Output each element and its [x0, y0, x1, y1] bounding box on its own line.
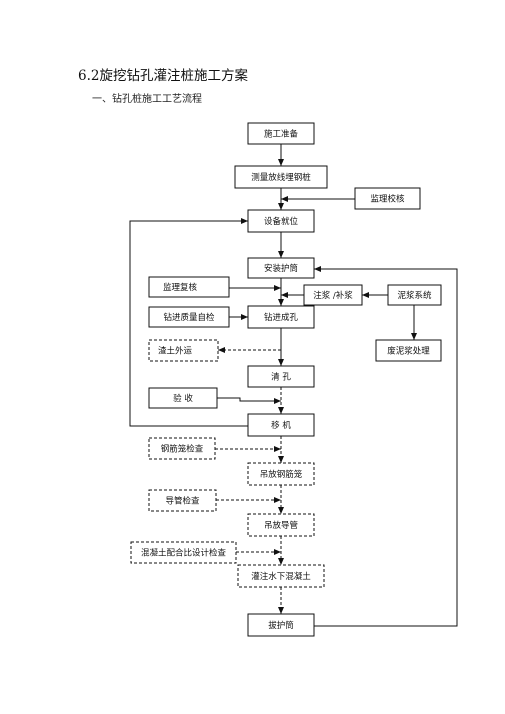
node-casing-label: 安装护筒	[264, 263, 298, 274]
loop-pull-casing	[314, 266, 458, 627]
node-move-label: 移 机	[271, 420, 291, 431]
node-mud	[387, 284, 442, 306]
node-prep	[247, 122, 315, 145]
node-supervisor-recheck	[148, 276, 230, 298]
node-drill-quality	[148, 306, 230, 328]
node-pipe-check-label: 导管检查	[165, 496, 200, 507]
node-equip	[247, 209, 315, 233]
node-pull-label: 拔护筒	[268, 620, 294, 631]
node-waste-mud-label: 废泥浆处理	[387, 346, 430, 357]
node-survey-label: 测量放线埋钢桩	[251, 172, 311, 183]
node-cage-check-label: 钢筋笼检查	[161, 444, 204, 455]
node-supervisor-recheck-label: 监理复核	[163, 282, 198, 293]
node-mix-check-label: 混凝土配合比设计检查	[141, 548, 227, 559]
node-cage-lift	[247, 462, 315, 486]
node-supervisor-check	[354, 187, 421, 210]
node-cage-lift-label: 吊放钢筋笼	[260, 469, 303, 480]
node-pull	[247, 613, 315, 637]
page-title: 6.2旋挖钻孔灌注桩施工方案	[78, 68, 248, 84]
node-pipe-check	[148, 489, 217, 512]
node-supervisor-check-label: 监理校核	[370, 194, 405, 205]
node-waste-mud	[375, 339, 442, 362]
node-soil-label: 渣土外运	[158, 346, 193, 357]
node-soil	[148, 339, 219, 362]
node-survey	[234, 165, 328, 189]
node-equip-label: 设备就位	[264, 216, 299, 227]
node-mud-label: 泥浆系统	[397, 290, 432, 301]
node-mix-check	[130, 541, 237, 564]
node-pipe-lift	[247, 513, 315, 537]
node-clean-label: 清 孔	[271, 372, 291, 383]
node-casing	[247, 257, 315, 279]
node-pour-label: 灌注水下混凝土	[251, 571, 311, 582]
node-accept	[148, 387, 218, 409]
node-pour	[237, 564, 325, 588]
node-clean	[247, 365, 315, 388]
section-subtitle: 一、钻孔桩施工工艺流程	[92, 94, 202, 105]
loop-move-equip	[129, 218, 248, 427]
node-drill	[247, 305, 315, 329]
node-drill-quality-label: 钻进质量自检	[163, 312, 215, 323]
arrow-accept-move	[217, 397, 281, 404]
node-cage-check	[148, 437, 216, 460]
node-grout	[303, 284, 363, 306]
node-drill-label: 钻进成孔	[264, 312, 299, 323]
node-prep-label: 施工准备	[264, 129, 299, 140]
node-move	[247, 413, 315, 437]
node-accept-label: 验 收	[173, 393, 193, 404]
node-grout-label: 注浆 /补浆	[313, 290, 353, 301]
node-pipe-lift-label: 吊放导管	[264, 520, 298, 531]
